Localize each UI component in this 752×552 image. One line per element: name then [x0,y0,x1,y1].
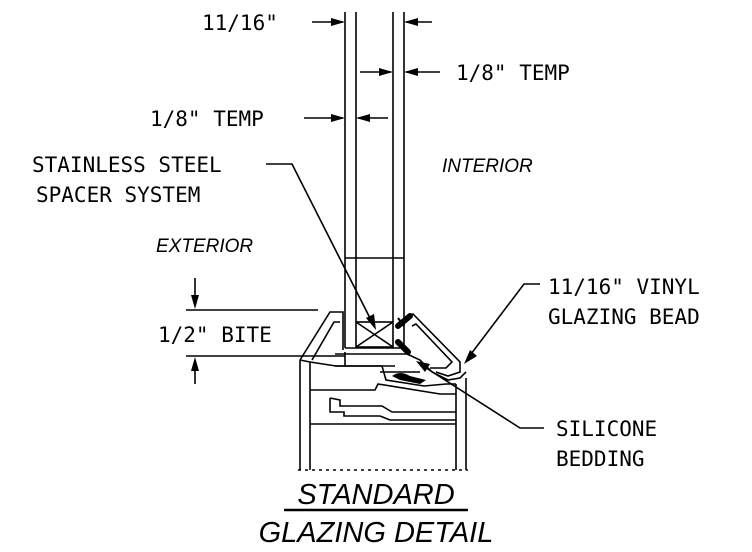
silicone-label-line2: BEDDING [556,447,645,471]
dim-right-temp-label: 1/8" TEMP [456,61,570,85]
glass-panes [344,12,405,258]
dimension-inner-pane [360,68,440,76]
spacer-leader [266,163,376,330]
glazing-bead-label-line2: GLAZING BEAD [548,305,700,329]
spacer-label-line1: STAINLESS STEEL [32,153,222,177]
dim-top-label: 11/16" [202,11,278,35]
glazing-bead-leader [464,283,540,364]
glazing-gaskets [395,313,413,355]
bite-label: 1/2" BITE [158,323,272,347]
dimension-overall-thickness [312,18,432,26]
silicone-bedding-bead [380,371,426,384]
exterior-label: EXTERIOR [156,236,253,257]
ig-unit [344,257,405,349]
interior-label: INTERIOR [442,156,533,177]
title-line2: GLAZING DETAIL [259,517,494,549]
dim-left-temp-label: 1/8" TEMP [150,107,264,131]
dimension-outer-pane [304,114,388,122]
title-line1: STANDARD [297,479,454,511]
vinyl-glazing-bead [406,312,467,381]
exterior-frame-leg [299,311,407,367]
spacer-label-line2: SPACER SYSTEM [36,183,200,207]
silicone-leader [416,361,544,429]
frame-extrusion [299,359,467,470]
silicone-label-line1: SILICONE [556,417,657,441]
glazing-bead-label-line1: 11/16" VINYL [548,275,700,299]
dimension-bite [186,278,345,384]
